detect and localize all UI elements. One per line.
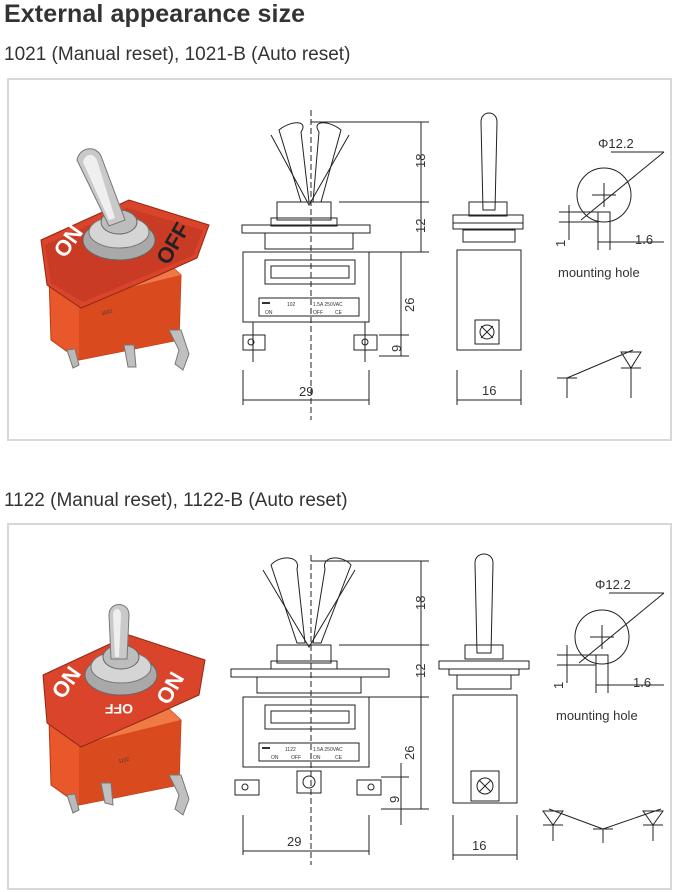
dim-lever-2: 18	[413, 596, 428, 610]
plate-model: 102	[287, 302, 296, 308]
dim-depth-2: 16	[472, 838, 486, 853]
front-view-1021	[241, 110, 429, 420]
plate2-pos-1: ON	[271, 755, 279, 761]
hole-diameter-2: Φ12.2	[595, 577, 631, 592]
dim-depth: 16	[482, 383, 496, 398]
mounting-hole-1122	[557, 592, 665, 693]
page-title: External appearance size	[4, 0, 306, 28]
section-1-heading: 1021 (Manual reset), 1021-B (Auto reset)	[4, 44, 351, 65]
hole-diameter: Φ12.2	[598, 136, 634, 151]
key-width: 1.6	[635, 232, 653, 247]
front-view-1122	[230, 555, 429, 865]
dim-width: 29	[299, 384, 313, 399]
plate-model-2: 1122	[285, 747, 296, 753]
photo-model: 1021	[101, 308, 113, 317]
key-height: 1	[553, 240, 568, 247]
key-height-2: 1	[551, 682, 566, 689]
plate-pos-1: ON	[265, 310, 273, 316]
mounting-hole-label-2: mounting hole	[556, 708, 638, 723]
dim-body: 26	[402, 298, 417, 312]
section-1-panel: ON OFF 1021	[7, 78, 672, 441]
dim-width-2: 29	[287, 834, 301, 849]
dim-body-2: 26	[402, 746, 417, 760]
photo-model-2: 1122	[118, 756, 130, 764]
mounting-hole-1021	[559, 151, 665, 250]
switch-1021-photo: ON OFF 1021	[40, 148, 210, 371]
schematic-1122	[542, 808, 664, 843]
dim-lever: 18	[413, 154, 428, 168]
section-1-drawing: ON OFF 1021	[40, 110, 665, 420]
schematic-1021	[557, 349, 642, 398]
side-view-1122	[438, 553, 530, 860]
section-2-drawing: ON ON OFF 1122	[42, 553, 665, 865]
plate-pos-3: CE	[335, 310, 343, 316]
plate2-pos-3: ON	[313, 755, 321, 761]
key-width-2: 1.6	[633, 675, 651, 690]
nameplate-1021: 102 1.5A 250VAC ON OFF CE	[262, 302, 343, 316]
section-2-panel: ON ON OFF 1122	[7, 523, 672, 890]
plate2-pos-4: CE	[335, 755, 343, 761]
switch-1122-photo: ON ON OFF 1122	[42, 604, 206, 816]
plate-rating: 1.5A 250VAC	[313, 302, 343, 308]
side-view-1021	[452, 112, 524, 405]
plate2-pos-2: OFF	[291, 755, 301, 761]
mounting-hole-label: mounting hole	[558, 265, 640, 280]
dim-bushing-2: 12	[413, 664, 428, 678]
dim-terminal: 9	[389, 345, 404, 352]
dim-terminal-2: 9	[387, 796, 402, 803]
section-2-heading: 1122 (Manual reset), 1122-B (Auto reset)	[4, 490, 348, 511]
photo-off-label-2: OFF	[105, 701, 133, 717]
dim-bushing: 12	[413, 219, 428, 233]
nameplate-1122: 1122 1.5A 250VAC ON OFF ON CE	[262, 747, 343, 761]
plate-rating-2: 1.5A 250VAC	[313, 747, 343, 753]
plate-pos-2: OFF	[313, 310, 323, 316]
